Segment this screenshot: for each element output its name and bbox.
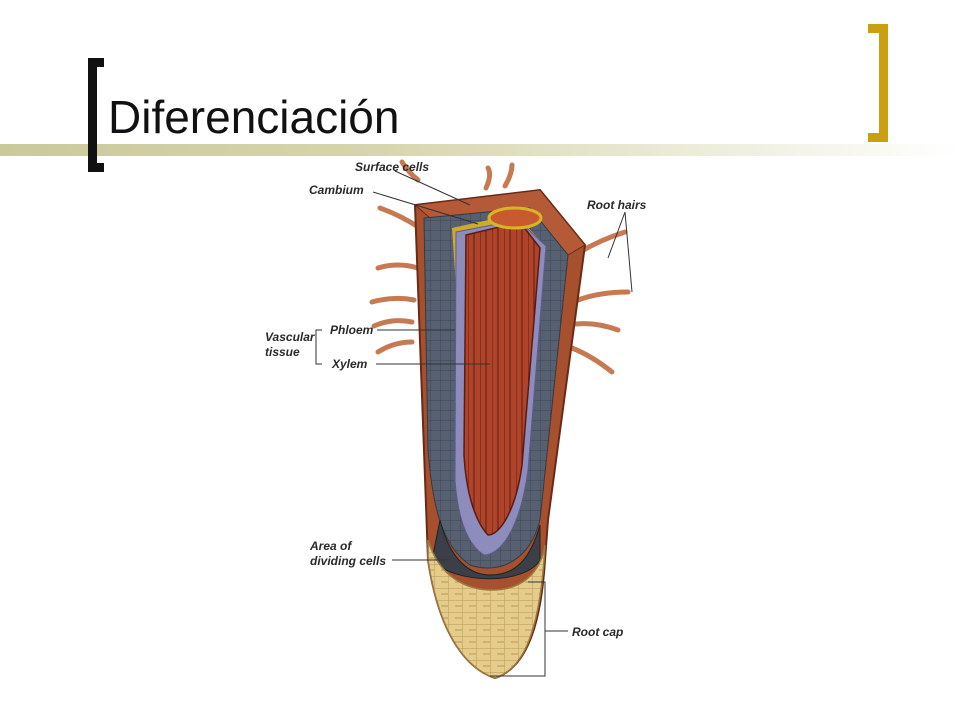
dividing-cells-area [431, 519, 541, 580]
left-bracket-decoration [88, 58, 104, 172]
label-surface-cells: Surface cells [355, 160, 429, 174]
xylem-tissue [463, 221, 541, 536]
title-underline-bar [0, 144, 960, 156]
label-phloem: Phloem [330, 323, 374, 337]
root-hairs-left [369, 159, 515, 355]
label-vascular-tissue-line2: tissue [265, 345, 300, 359]
label-root-hairs: Root hairs [587, 198, 647, 212]
label-vascular-tissue-line1: Vascular [265, 330, 316, 344]
label-root-cap: Root cap [572, 625, 623, 639]
vascular-top-ring [487, 206, 543, 230]
right-bracket-decoration [868, 24, 888, 142]
label-cambium: Cambium [309, 183, 364, 197]
root-cap [427, 539, 546, 679]
label-area-of-line2: dividing cells [310, 554, 386, 568]
label-xylem: Xylem [331, 357, 368, 371]
label-area-of-line1: Area of [309, 539, 352, 553]
leader-lines [315, 170, 633, 677]
slide-title: Diferenciación [108, 91, 400, 143]
